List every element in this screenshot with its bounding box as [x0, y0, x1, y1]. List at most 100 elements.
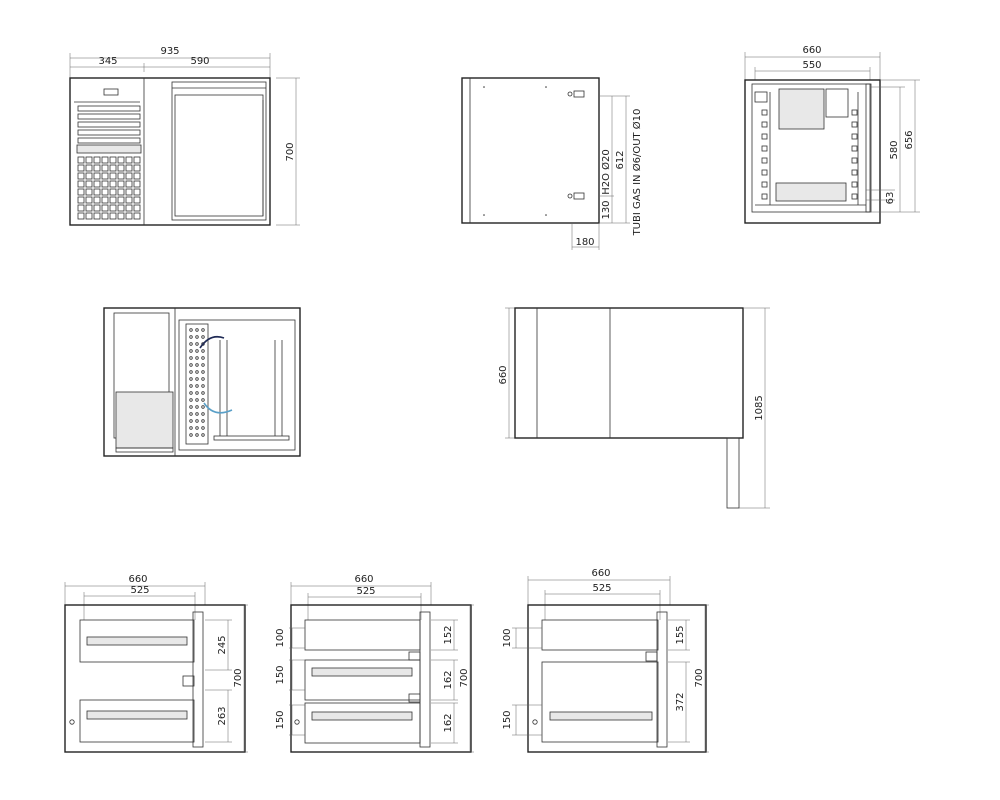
grille-cell	[77, 196, 85, 204]
evaporator-hole	[189, 419, 193, 423]
grille-cell	[101, 172, 109, 180]
evaporator-hole	[189, 412, 193, 416]
dim-side-130: 130	[601, 200, 612, 219]
evaporator-hole	[195, 328, 199, 332]
grille-cell	[133, 212, 141, 220]
evaporator-hole	[201, 377, 205, 381]
evaporator-hole	[201, 342, 205, 346]
grille-cell	[77, 212, 85, 220]
dim-d2-162b: 162	[443, 713, 454, 732]
grille-cell	[125, 188, 133, 196]
dim-d3-150: 150	[502, 710, 513, 729]
evaporator-hole	[189, 391, 193, 395]
evaporator-hole	[201, 370, 205, 374]
dim-d1-700: 700	[233, 668, 244, 687]
drawer-view-3: 660 525 100 150 155 372 700	[502, 568, 709, 753]
dim-d1-525: 525	[130, 585, 149, 596]
dim-right-580: 580	[889, 140, 900, 159]
shelf-rail-clip	[761, 145, 768, 152]
grille-cell	[93, 156, 101, 164]
dim-d3-372: 372	[675, 692, 686, 711]
grille-cell	[77, 164, 85, 172]
dim-d2-660: 660	[354, 574, 373, 585]
evaporator-holes	[189, 328, 205, 437]
dim-d2-525: 525	[356, 586, 375, 597]
evaporator-hole	[195, 377, 199, 381]
grille-cell	[125, 156, 133, 164]
grille-cell	[93, 180, 101, 188]
airflow-arrow-top	[199, 335, 225, 349]
grille-cell	[109, 196, 117, 204]
right-view: 660 550 580 656 63	[744, 45, 920, 224]
grille-cell	[109, 212, 117, 220]
dim-d2-150a: 150	[275, 665, 286, 684]
shelf-rail-clip	[851, 181, 858, 188]
grille-cell	[101, 188, 109, 196]
grille-cell	[109, 172, 117, 180]
evaporator-hole	[189, 433, 193, 437]
grille-cell	[85, 204, 93, 212]
dim-d2-100: 100	[275, 628, 286, 647]
dim-d3-525: 525	[592, 583, 611, 594]
dim-d3-660: 660	[591, 568, 610, 579]
evaporator-hole	[195, 391, 199, 395]
evaporator-hole	[201, 398, 205, 402]
dim-d2-152: 152	[443, 625, 454, 644]
front-view: 935 345 590 700	[69, 46, 300, 226]
grille-cell	[101, 164, 109, 172]
evaporator-hole	[201, 384, 205, 388]
grille-cell	[133, 164, 141, 172]
dim-front-590: 590	[190, 56, 209, 67]
grille-cell	[133, 196, 141, 204]
evaporator-hole	[189, 405, 193, 409]
grille-cell	[125, 180, 133, 188]
grille-cell	[85, 164, 93, 172]
shelf-rail-clip	[761, 181, 768, 188]
dim-d2-700: 700	[459, 668, 470, 687]
grille-cell	[77, 156, 85, 164]
airflow-arrow-bottom	[203, 402, 233, 414]
evaporator-hole	[195, 398, 199, 402]
grille-cell	[93, 212, 101, 220]
grille-cell	[85, 196, 93, 204]
shelf-rail-clip	[761, 193, 768, 200]
grille-cell	[133, 180, 141, 188]
grille-cell	[77, 204, 85, 212]
front-grille	[77, 156, 141, 220]
grille-cell	[77, 172, 85, 180]
evaporator-hole	[189, 377, 193, 381]
evaporator-hole	[195, 335, 199, 339]
evaporator-hole	[195, 419, 199, 423]
grille-cell	[109, 180, 117, 188]
evaporator-hole	[189, 398, 193, 402]
grille-cell	[109, 164, 117, 172]
grille-cell	[77, 180, 85, 188]
dim-d3-100: 100	[502, 628, 513, 647]
shelf-rail-clip	[761, 121, 768, 128]
shelf-rail-clip	[761, 157, 768, 164]
dim-d2-150b: 150	[275, 710, 286, 729]
grille-cell	[85, 188, 93, 196]
evaporator-hole	[195, 342, 199, 346]
grille-cell	[125, 172, 133, 180]
grille-cell	[117, 196, 125, 204]
shelf-rail-clip	[851, 193, 858, 200]
evaporator-hole	[195, 426, 199, 430]
grille-cell	[125, 164, 133, 172]
evaporator-hole	[189, 328, 193, 332]
evaporator-hole	[195, 384, 199, 388]
dim-d3-700: 700	[694, 668, 705, 687]
dim-front-935: 935	[160, 46, 179, 57]
side-view: 612 130 H2O Ø20 TUBI GAS IN Ø6/OUT Ø10 1…	[461, 77, 643, 250]
grille-cell	[133, 188, 141, 196]
shelf-rail-clip	[761, 133, 768, 140]
dim-right-660: 660	[802, 45, 821, 56]
dim-front-700: 700	[285, 142, 296, 161]
shelf-rail-clip	[761, 169, 768, 176]
evaporator-hole	[189, 335, 193, 339]
dim-d1-245: 245	[217, 635, 228, 654]
drawer-view-2: 660 525 100 150 150	[275, 574, 474, 753]
gas-out-fitting	[573, 90, 585, 98]
evaporator-hole	[201, 433, 205, 437]
evaporator-hole	[189, 342, 193, 346]
